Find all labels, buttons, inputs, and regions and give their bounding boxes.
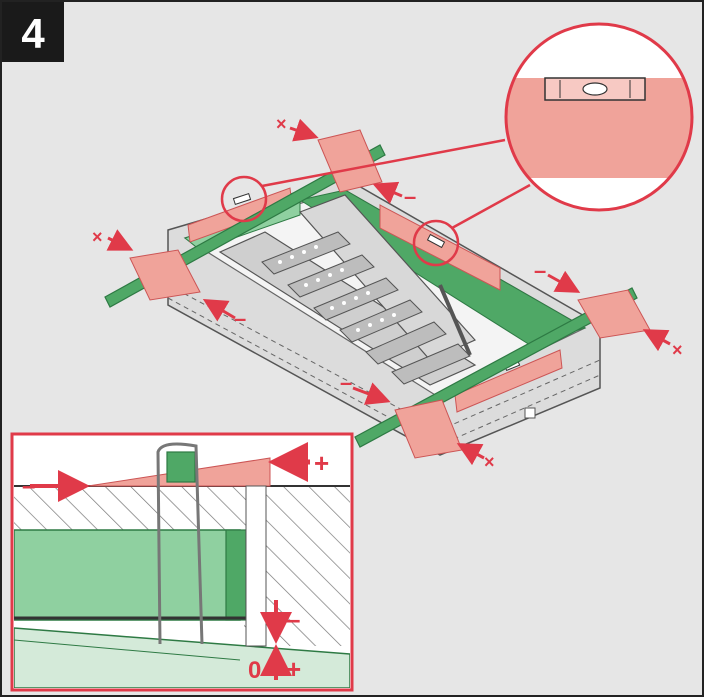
- minus-marker: –: [534, 258, 546, 283]
- plus-marker: +: [314, 448, 329, 478]
- minus-marker: –: [404, 184, 416, 209]
- arrow-icon: [642, 329, 671, 352]
- level-magnifier: [220, 22, 694, 267]
- detail-inset: – + – + 0: [10, 432, 354, 692]
- arrow-icon: [547, 270, 581, 293]
- minus-marker: –: [22, 473, 35, 500]
- plus-marker: ×: [276, 114, 287, 134]
- plus-marker: ×: [672, 340, 683, 360]
- attic-ladder-box: [167, 177, 601, 456]
- arrow-icon: [106, 229, 134, 251]
- step-badge: 4: [2, 2, 64, 62]
- bubble-level-icon: [426, 233, 446, 249]
- arrow-icon: [372, 181, 403, 204]
- minus-marker: –: [286, 604, 300, 634]
- wedge-shims: [129, 129, 651, 459]
- adjust-arrows: [106, 118, 671, 466]
- minus-marker: –: [234, 306, 246, 331]
- plus-marker: +: [286, 654, 301, 684]
- zero-marker: 0: [248, 657, 261, 684]
- bubble-level-icon: [232, 193, 252, 205]
- step-number: 4: [21, 10, 45, 57]
- arrow-icon: [456, 443, 485, 466]
- arrow-icon: [202, 298, 236, 322]
- plus-marker: ×: [484, 452, 495, 472]
- plus-marker: ×: [92, 227, 103, 247]
- minus-marker: –: [340, 370, 352, 395]
- arrow-icon: [289, 118, 319, 142]
- arrow-icon: [352, 382, 391, 405]
